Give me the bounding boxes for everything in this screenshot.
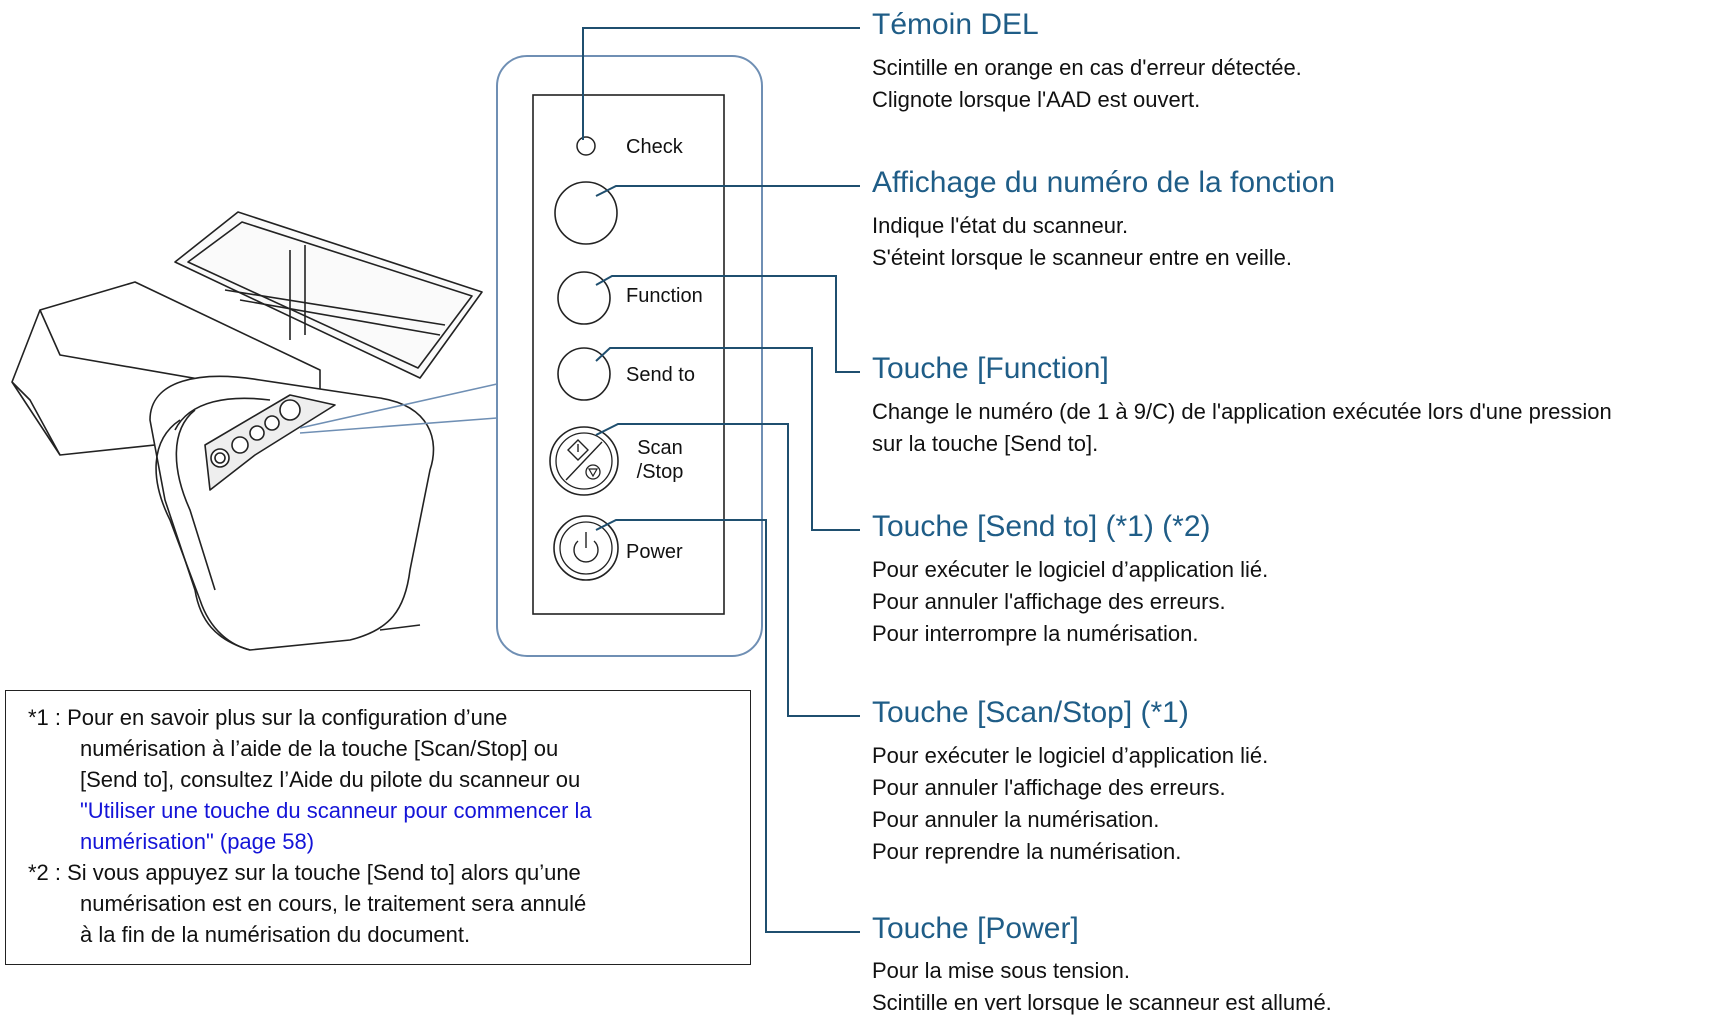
zoom-line-top (299, 383, 498, 429)
label-power-title: Touche [Power] (872, 912, 1079, 945)
send-to-label: Send to (626, 364, 695, 386)
label-function-key-desc: Change le numéro (de 1 à 9/C) de l'appli… (872, 399, 1612, 456)
footnote-1: *1 : Pour en savoir plus sur la configur… (28, 702, 592, 857)
power-label: Power (626, 541, 683, 563)
footnote-box (5, 690, 751, 965)
label-function-display-title: Affichage du numéro de la fonction (872, 166, 1336, 199)
label-led-title: Témoin DEL (872, 8, 1039, 41)
label-scan-stop-desc: Pour exécuter le logiciel d’application … (872, 743, 1269, 864)
label-function-display-desc: Indique l'état du scanneur. S'éteint lor… (872, 213, 1293, 270)
scan-stop-label: Scan /Stop (630, 436, 690, 484)
leader-lines (582, 27, 860, 933)
function-label: Function (626, 285, 703, 307)
label-send-to-title: Touche [Send to] (*1) (*2) (872, 510, 1211, 543)
check-led-icon (576, 136, 596, 156)
label-led-desc: Scintille en orange en cas d'erreur déte… (872, 55, 1302, 112)
function-button[interactable] (557, 271, 611, 325)
scan-icon (567, 439, 589, 461)
label-scan-stop-title: Touche [Scan/Stop] (*1) (872, 696, 1189, 729)
power-icon (573, 532, 599, 563)
page-58-link-line2[interactable]: numérisation" (page 58) (80, 829, 315, 854)
scanner-illustration (11, 211, 483, 651)
scan-stop-button[interactable] (549, 426, 619, 496)
label-send-to-desc: Pour exécuter le logiciel d’application … (872, 557, 1269, 646)
zoom-line-bottom (299, 417, 498, 434)
stop-icon (585, 464, 601, 480)
label-function-key-title: Touche [Function] (872, 352, 1109, 385)
footnote-2: *2 : Si vous appuyez sur la touche [Send… (28, 860, 587, 947)
label-power-desc: Pour la mise sous tension. Scintille en … (872, 958, 1332, 1015)
scan-label-line1: Scan (637, 437, 683, 459)
scan-label-line2: /Stop (636, 461, 684, 483)
check-label: Check (626, 136, 683, 158)
function-number-display (554, 181, 618, 245)
power-button[interactable] (553, 515, 619, 581)
page-58-link-line1[interactable]: "Utiliser une touche du scanneur pour co… (80, 798, 592, 823)
